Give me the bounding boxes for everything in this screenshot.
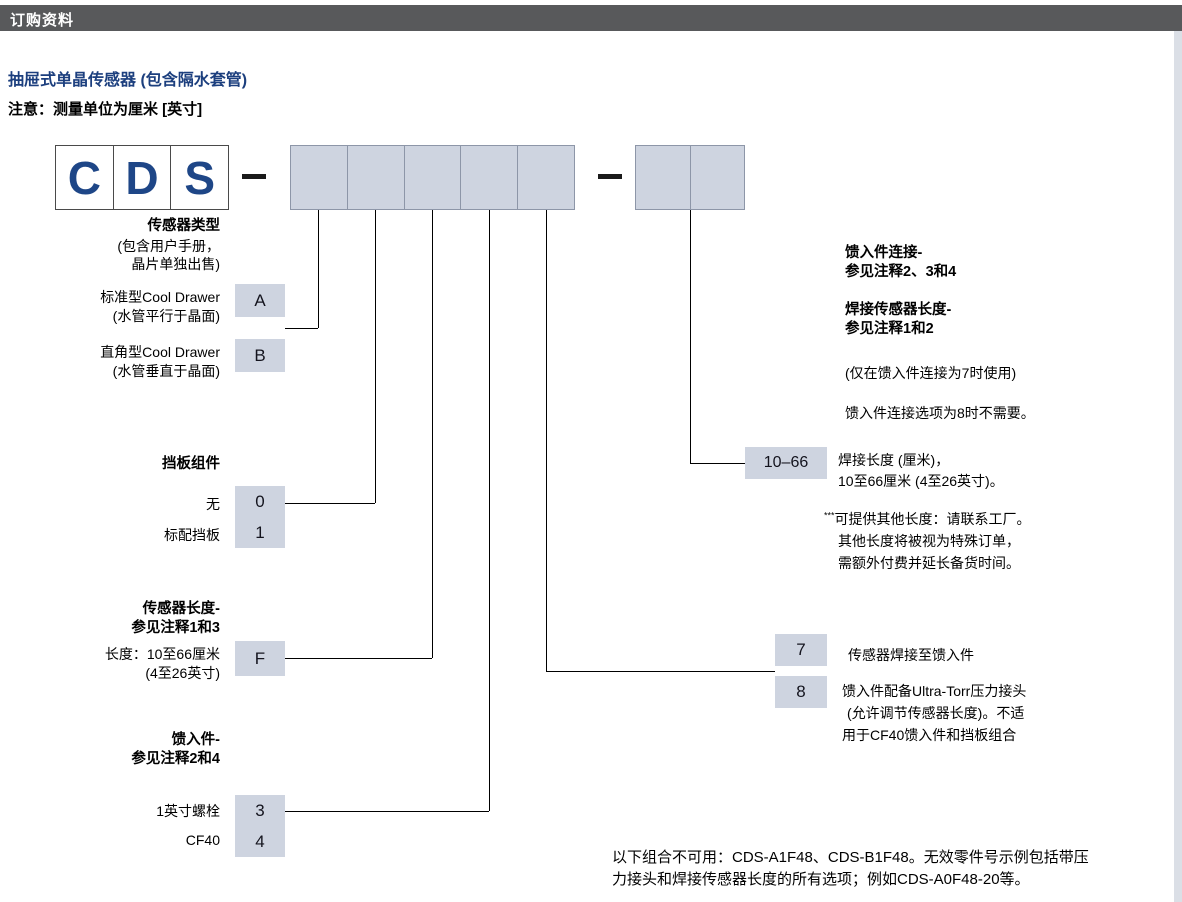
connector-line	[285, 811, 489, 812]
option-label-standard-drawer: 标准型Cool Drawer	[100, 289, 220, 305]
option-cell-10-66: 10–66	[745, 447, 827, 479]
connector-line	[285, 503, 375, 504]
feed-connection-heading: 馈入件连接-	[845, 245, 923, 261]
option-cell-1: 1	[235, 517, 285, 548]
option-7-desc: 传感器焊接至馈入件	[848, 647, 974, 663]
connector-line	[375, 210, 376, 503]
option-label-1in-bolt: 1英寸螺栓	[156, 803, 220, 819]
sensor-length-heading: 传感器长度-	[142, 601, 220, 617]
option-cell-f: F	[235, 641, 285, 676]
option-cell-7: 7	[775, 634, 827, 666]
option-label-standard-drawer: (水管平行于晶面)	[112, 308, 220, 324]
other-length-footnote: ***可提供其他长度：请联系工厂。	[824, 509, 1031, 529]
right-edge-strip	[1174, 31, 1182, 902]
footnote-text: 可提供其他长度：请联系工厂。	[834, 511, 1031, 527]
connector-line	[546, 210, 547, 671]
dash-separator	[598, 174, 622, 179]
connector-line	[489, 210, 490, 811]
option-8-desc: 馈入件配备Ultra-Torr压力接头	[842, 683, 1027, 699]
option-label-length: (4至26英寸)	[145, 665, 220, 681]
weld-length-note: (仅在馈入件连接为7时使用)	[845, 365, 1017, 381]
connector-line	[318, 210, 319, 328]
weld-length-heading: 参见注释1和2	[845, 321, 934, 337]
feed-connection-heading: 参见注释2、3和4	[845, 264, 957, 280]
option-label-right-angle-drawer: (水管垂直于晶面)	[112, 363, 220, 379]
baffle-heading: 挡板组件	[162, 456, 220, 472]
option-cell-3: 3	[235, 795, 285, 826]
invalid-combination-note: 以下组合不可用：CDS-A1F48、CDS-B1F48。无效零件号示例包括带压	[612, 849, 1089, 866]
option-cell-a: A	[235, 284, 285, 317]
weld-length-heading: 焊接传感器长度-	[845, 302, 952, 318]
cds-letter-cell: S	[170, 146, 228, 209]
weld-length-desc: 10至66厘米 (4至26英寸)。	[838, 473, 1004, 489]
cds-letter-cell: D	[112, 146, 171, 209]
option-8-desc: 用于CF40馈入件和挡板组合	[842, 727, 1017, 743]
connector-line	[432, 210, 433, 658]
option-label-length: 长度：10至66厘米	[104, 646, 220, 662]
invalid-combination-note: 力接头和焊接传感器长度的所有选项；例如CDS-A0F48-20等。	[612, 871, 1030, 888]
footnote-asterisks: ***	[824, 510, 835, 521]
sensor-length-heading: 参见注释1和3	[131, 620, 220, 636]
section-header-bar: 订购资料	[0, 5, 1182, 31]
dash-separator	[242, 174, 266, 179]
option-cell-b: B	[235, 339, 285, 372]
cds-letter-cell: C	[67, 151, 101, 204]
weld-length-note: 馈入件连接选项为8时不需要。	[845, 405, 1035, 421]
option-cell-0: 0	[235, 486, 285, 517]
part-number-mid-group	[290, 145, 575, 210]
section-header-title: 订购资料	[10, 12, 75, 29]
connector-line	[546, 671, 775, 672]
part-number-cell	[403, 146, 461, 209]
connector-line	[285, 658, 432, 659]
option-cell-4: 4	[235, 826, 285, 857]
option-label-standard-baffle: 标配挡板	[164, 527, 220, 543]
option-label-cf40: CF40	[185, 832, 220, 848]
option-label-no-baffle: 无	[206, 496, 220, 512]
option-8-desc: (允许调节传感器长度)。不适	[847, 705, 1025, 721]
part-number-cell	[346, 146, 404, 209]
page-title: 抽屉式单晶传感器 (包含隔水套管)	[8, 72, 248, 89]
sensor-type-subnote: (包含用户手册，	[117, 238, 220, 254]
part-number-cell	[460, 146, 517, 209]
other-length-footnote: 其他长度将被视为特殊订单，	[838, 533, 1020, 549]
part-number-cell	[291, 146, 347, 209]
other-length-footnote: 需额外付费并延长备货时间。	[838, 555, 1020, 571]
feedthrough-heading: 馈入件-	[171, 732, 220, 748]
connector-line	[690, 210, 691, 463]
part-number-suffix-group	[635, 145, 745, 210]
feedthrough-heading: 参见注释2和4	[131, 751, 220, 767]
measurement-unit-note: 注意：测量单位为厘米 [英寸]	[8, 101, 203, 118]
connector-line	[285, 328, 318, 329]
cds-prefix-box: C D S	[55, 145, 229, 210]
option-cell-8: 8	[775, 676, 827, 708]
part-number-cell	[517, 146, 574, 209]
weld-length-desc: 焊接长度 (厘米)，	[838, 452, 950, 468]
suffix-cell	[636, 146, 690, 209]
sensor-type-subnote: 晶片单独出售)	[131, 256, 220, 272]
suffix-cell	[689, 146, 745, 209]
sensor-type-heading: 传感器类型	[147, 218, 221, 234]
connector-line	[690, 463, 745, 464]
option-label-right-angle-drawer: 直角型Cool Drawer	[100, 344, 220, 360]
